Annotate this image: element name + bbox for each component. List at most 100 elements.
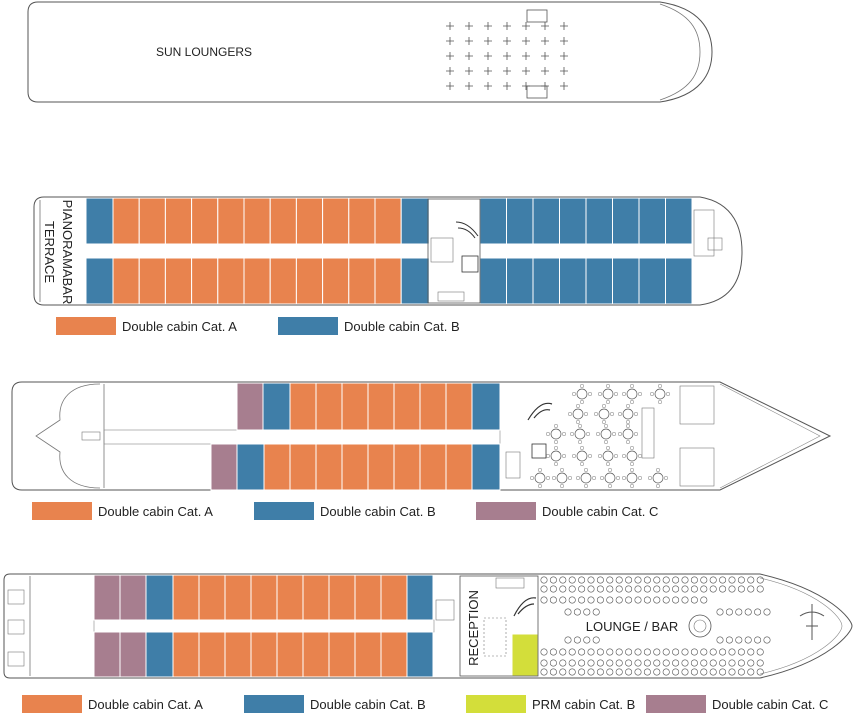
cabin-cat-c: [236, 382, 264, 431]
sun-lounger: [484, 52, 492, 60]
lounge-seat: [662, 596, 670, 604]
lower-deck-aft-box-3: [7, 651, 25, 667]
cabin-cat-a: [380, 574, 408, 621]
cabin-cat-c: [93, 631, 121, 678]
cabin-cat-a: [138, 257, 166, 305]
cabin-cat-b: [471, 382, 501, 431]
lounge-seat: [549, 596, 557, 604]
lounge-seat: [690, 659, 698, 667]
lounge-seat: [587, 668, 595, 676]
dining-chair: [647, 475, 653, 481]
dining-chair: [567, 411, 573, 417]
sun-deck-stair-top: [526, 9, 548, 23]
dining-table: [602, 388, 614, 400]
lounge-seat: [643, 668, 651, 676]
lower-deck-cabins: [93, 574, 539, 678]
lounge-seat: [681, 596, 689, 604]
dining-chair: [577, 423, 583, 429]
dining-chair: [575, 403, 581, 409]
lounge-seat: [763, 636, 771, 644]
lounge-seat: [737, 659, 745, 667]
lounge-seat: [747, 585, 755, 593]
cabin-cat-c: [119, 631, 147, 678]
upper-deck-elevator: [430, 237, 454, 263]
sun-lounger: [465, 52, 473, 60]
legend-item: Double cabin Cat. B: [244, 694, 426, 714]
cabin-cat-b: [145, 631, 174, 678]
legend-item: PRM cabin Cat. B: [466, 694, 635, 714]
dining-chair: [617, 411, 623, 417]
lounge-seat: [606, 668, 614, 676]
cabin-cat-a: [289, 443, 317, 491]
cabin-cat-a: [302, 631, 330, 678]
dining-chair: [621, 391, 627, 397]
upper-deck-lift: [461, 255, 479, 273]
sun-lounger: [465, 82, 473, 90]
cabin-cat-b: [532, 197, 560, 245]
lounge-seat: [700, 576, 708, 584]
lounge-seat: [625, 668, 633, 676]
lower-deck-hull: [3, 573, 853, 679]
dining-chair: [583, 411, 589, 417]
legend-swatch-cat-a: [22, 695, 82, 713]
legend-swatch-prm-b: [466, 695, 526, 713]
lounge-seat: [719, 648, 727, 656]
lounge-seat: [596, 576, 604, 584]
dining-chair: [625, 419, 631, 425]
dining-table: [550, 450, 562, 462]
dining-chair: [567, 475, 573, 481]
cabin-cat-b: [506, 197, 534, 245]
sun-lounger: [446, 37, 454, 45]
dining-chair: [601, 419, 607, 425]
upper-deck-stair-hall: [427, 198, 481, 304]
lounge-seat: [540, 659, 548, 667]
sun-deck-hull: [27, 1, 713, 103]
lounge-seat: [653, 585, 661, 593]
sun-lounger: [560, 52, 568, 60]
lounge-seat: [625, 648, 633, 656]
cabin-cat-a: [250, 574, 278, 621]
cabin-cat-b: [479, 257, 507, 305]
lounge-seat: [596, 668, 604, 676]
cabin-cat-a: [315, 443, 343, 491]
dining-chair: [583, 483, 589, 489]
lounge-seat: [615, 585, 623, 593]
lounge-seat: [634, 585, 642, 593]
lounge-seat: [735, 608, 743, 616]
cabin-cat-a: [217, 197, 245, 245]
lounge-seat: [559, 659, 567, 667]
legend-label: Double cabin Cat. B: [310, 696, 426, 712]
lower-deck-corridor: [93, 619, 435, 633]
dining-table: [626, 450, 638, 462]
lounge-seat: [564, 636, 572, 644]
dining-chair: [655, 467, 661, 473]
lounge-seat: [568, 585, 576, 593]
cabin-cat-a: [419, 443, 447, 491]
dining-chair: [579, 445, 585, 451]
lounge-seat: [583, 636, 591, 644]
cabin-cat-a: [198, 631, 226, 678]
lounge-seat: [573, 636, 581, 644]
main-deck-restaurant-tables: [529, 383, 671, 489]
cabin-cat-b: [612, 257, 640, 305]
lounge-seat: [587, 585, 595, 593]
lounge-seat: [596, 659, 604, 667]
lounge-seat: [747, 659, 755, 667]
dining-table: [576, 388, 588, 400]
cabin-cat-a: [250, 631, 278, 678]
cabin-cat-b: [665, 197, 693, 245]
legend-item: Double cabin Cat. B: [254, 501, 436, 521]
dining-table: [580, 472, 592, 484]
dining-table: [600, 428, 612, 440]
cabin-cat-b: [559, 257, 587, 305]
dining-chair: [663, 475, 669, 481]
dining-chair: [579, 461, 585, 467]
lounge-seat: [559, 596, 567, 604]
cabin-cat-a: [243, 197, 271, 245]
lounge-seat: [700, 648, 708, 656]
dining-chair: [561, 453, 567, 459]
lounge-seat: [625, 596, 633, 604]
lounge-seat: [540, 668, 548, 676]
main-deck-aft-curve: [35, 383, 101, 489]
dining-chair: [615, 475, 621, 481]
